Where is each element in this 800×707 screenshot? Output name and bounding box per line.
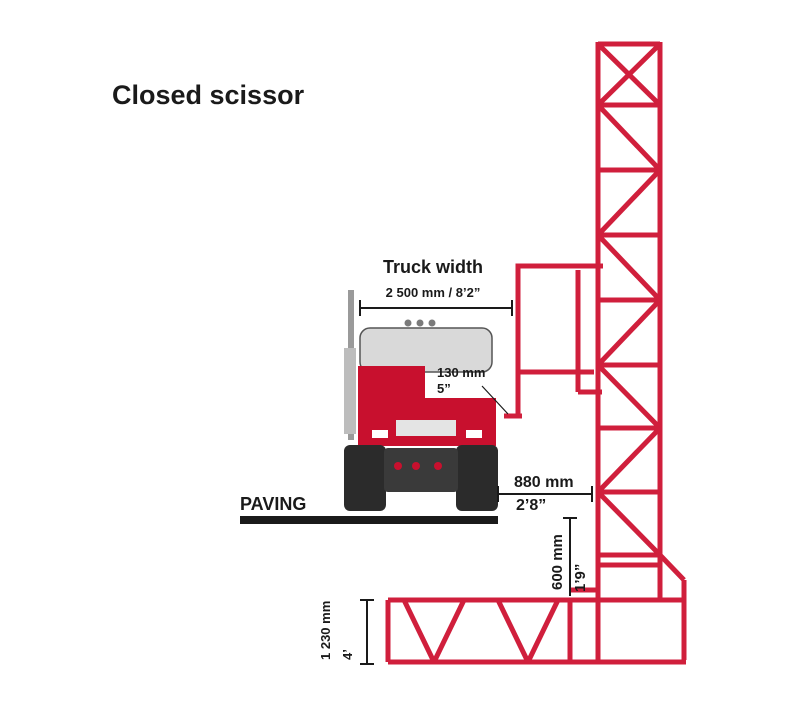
rear-tire-right xyxy=(456,445,498,511)
overhead-arm xyxy=(504,263,603,419)
tower-truss xyxy=(595,41,687,660)
rear-tire-left xyxy=(344,445,386,511)
license-plate xyxy=(396,420,456,436)
paving-label: PAVING xyxy=(240,494,306,514)
height-dimension xyxy=(563,517,577,596)
truck-body-upper xyxy=(358,366,496,414)
clearance-in-label: 2’8” xyxy=(516,497,546,514)
truck-cab xyxy=(359,327,493,373)
gap-mm-label: 130 mm xyxy=(437,365,485,380)
clearance-mm-label: 880 mm xyxy=(514,474,574,491)
diagram-title: Closed scissor xyxy=(112,80,305,110)
height-mm-label: 600 mm xyxy=(549,534,566,590)
axle-housing xyxy=(384,448,458,492)
paving-line xyxy=(240,516,498,524)
base-truss xyxy=(385,587,686,665)
gap-leader xyxy=(481,385,509,415)
truck-width-dimension xyxy=(359,300,513,316)
height-in-label: 1’9” xyxy=(572,564,589,592)
gap-in-label: 5” xyxy=(437,381,451,396)
exhaust-heatshield xyxy=(344,348,356,434)
truck-rear-view xyxy=(344,290,498,511)
truck-width-label: Truck width xyxy=(383,257,483,277)
base-mm-label: 1 230 mm xyxy=(318,601,333,660)
clearance-dimension xyxy=(497,486,593,502)
truck-width-value: 2 500 mm / 8’2” xyxy=(386,285,481,300)
base-in-label: 4’ xyxy=(340,649,355,660)
base-height-dimension xyxy=(360,599,374,665)
